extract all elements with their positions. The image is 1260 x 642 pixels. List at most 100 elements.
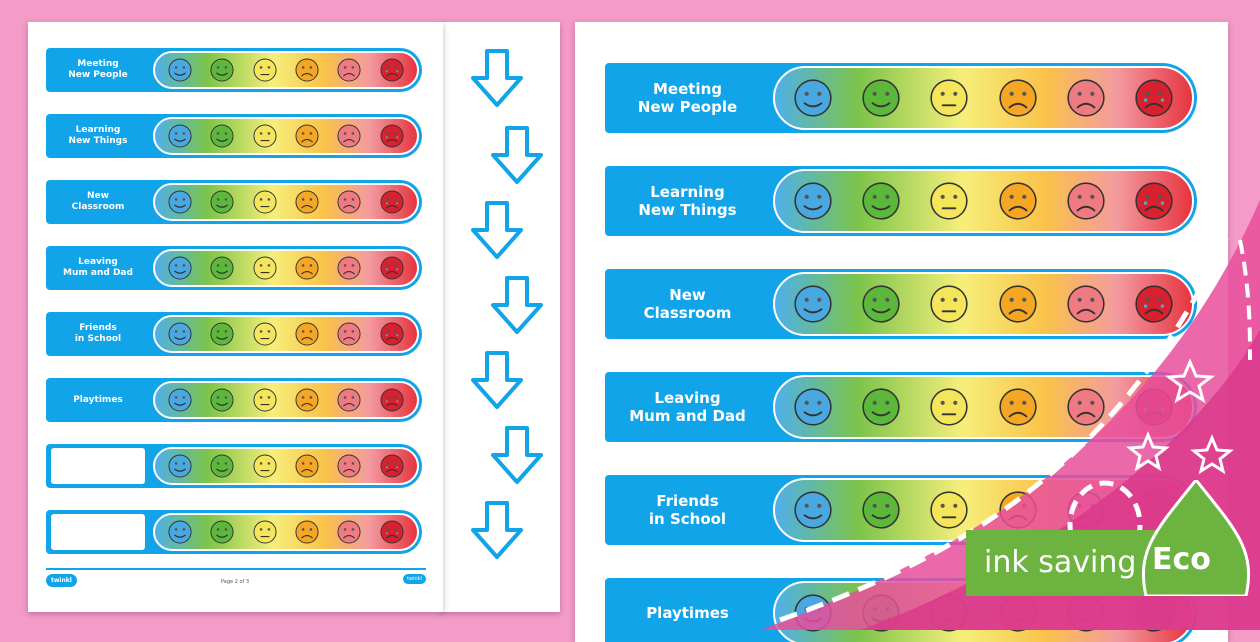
sad-face-icon[interactable] (294, 189, 320, 215)
row-label (46, 510, 150, 554)
happy-face-icon[interactable] (860, 77, 902, 119)
crying-face-icon[interactable] (379, 255, 405, 281)
happy-face-icon[interactable] (860, 180, 902, 222)
happy-face-icon[interactable] (167, 519, 193, 545)
happy-face-icon[interactable] (167, 321, 193, 347)
neutral-face-icon[interactable] (252, 255, 278, 281)
happy-face-icon[interactable] (860, 592, 902, 634)
sad-face-icon[interactable] (997, 180, 1039, 222)
happy-face-icon[interactable] (860, 489, 902, 531)
neutral-face-icon[interactable] (928, 592, 970, 634)
sad-face-icon[interactable] (997, 77, 1039, 119)
happy-face-icon[interactable] (209, 321, 235, 347)
sad-face-icon[interactable] (997, 386, 1039, 428)
row-label-text: Friends in School (648, 492, 727, 528)
sad-face-icon[interactable] (1065, 592, 1107, 634)
feeling-row: Playtimes (46, 378, 422, 422)
happy-face-icon[interactable] (209, 453, 235, 479)
emotion-scale (770, 269, 1197, 339)
neutral-face-icon[interactable] (252, 57, 278, 83)
blank-label-box[interactable] (51, 448, 145, 484)
sad-face-icon[interactable] (997, 283, 1039, 325)
crying-face-icon[interactable] (379, 123, 405, 149)
sad-face-icon[interactable] (997, 489, 1039, 531)
neutral-face-icon[interactable] (252, 321, 278, 347)
crying-face-icon[interactable] (379, 387, 405, 413)
sad-face-icon[interactable] (336, 57, 362, 83)
happy-face-icon[interactable] (167, 453, 193, 479)
happy-face-icon[interactable] (209, 255, 235, 281)
sad-face-icon[interactable] (294, 453, 320, 479)
happy-face-icon[interactable] (792, 489, 834, 531)
happy-face-icon[interactable] (167, 189, 193, 215)
row-label: Learning New Things (46, 114, 150, 158)
sad-face-icon[interactable] (336, 387, 362, 413)
sad-face-icon[interactable] (336, 255, 362, 281)
sad-face-icon[interactable] (1065, 386, 1107, 428)
neutral-face-icon[interactable] (928, 489, 970, 531)
neutral-face-icon[interactable] (928, 386, 970, 428)
sad-face-icon[interactable] (1065, 283, 1107, 325)
sad-face-icon[interactable] (1065, 180, 1107, 222)
sad-face-icon[interactable] (997, 592, 1039, 634)
happy-face-icon[interactable] (167, 57, 193, 83)
sad-face-icon[interactable] (294, 123, 320, 149)
neutral-face-icon[interactable] (928, 180, 970, 222)
neutral-face-icon[interactable] (928, 77, 970, 119)
neutral-face-icon[interactable] (252, 519, 278, 545)
neutral-face-icon[interactable] (252, 387, 278, 413)
sad-face-icon[interactable] (294, 387, 320, 413)
sad-face-icon[interactable] (1065, 489, 1107, 531)
happy-face-icon[interactable] (209, 57, 235, 83)
crying-face-icon[interactable] (379, 57, 405, 83)
happy-face-icon[interactable] (792, 180, 834, 222)
happy-face-icon[interactable] (792, 283, 834, 325)
happy-face-icon[interactable] (792, 386, 834, 428)
happy-face-icon[interactable] (167, 123, 193, 149)
crying-face-icon[interactable] (1133, 592, 1175, 634)
crying-face-icon[interactable] (1133, 180, 1175, 222)
down-arrow-icon (471, 351, 523, 409)
sad-face-icon[interactable] (294, 255, 320, 281)
happy-face-icon[interactable] (860, 283, 902, 325)
crying-face-icon[interactable] (1133, 283, 1175, 325)
crying-face-icon[interactable] (1133, 386, 1175, 428)
happy-face-icon[interactable] (167, 255, 193, 281)
happy-face-icon[interactable] (209, 123, 235, 149)
row-label-text: Playtimes (646, 604, 729, 622)
happy-face-icon[interactable] (792, 77, 834, 119)
sad-face-icon[interactable] (336, 321, 362, 347)
sad-face-icon[interactable] (294, 519, 320, 545)
row-label: Leaving Mum and Dad (605, 372, 770, 442)
neutral-face-icon[interactable] (252, 123, 278, 149)
happy-face-icon[interactable] (167, 387, 193, 413)
feeling-row: Meeting New People (605, 63, 1197, 133)
emotion-scale (150, 378, 422, 422)
sad-face-icon[interactable] (1065, 77, 1107, 119)
emotion-scale (150, 246, 422, 290)
happy-face-icon[interactable] (792, 592, 834, 634)
happy-face-icon[interactable] (209, 189, 235, 215)
sad-face-icon[interactable] (336, 519, 362, 545)
crying-face-icon[interactable] (379, 321, 405, 347)
happy-face-icon[interactable] (860, 386, 902, 428)
neutral-face-icon[interactable] (928, 283, 970, 325)
row-label-text: New Classroom (71, 191, 125, 212)
neutral-face-icon[interactable] (252, 189, 278, 215)
emotion-scale (770, 372, 1197, 442)
page-number: Page 2 of 3 (221, 579, 250, 585)
happy-face-icon[interactable] (209, 387, 235, 413)
sad-face-icon[interactable] (336, 453, 362, 479)
sad-face-icon[interactable] (294, 321, 320, 347)
crying-face-icon[interactable] (379, 519, 405, 545)
crying-face-icon[interactable] (1133, 77, 1175, 119)
crying-face-icon[interactable] (379, 189, 405, 215)
sad-face-icon[interactable] (294, 57, 320, 83)
row-label-text: Leaving Mum and Dad (63, 257, 133, 278)
neutral-face-icon[interactable] (252, 453, 278, 479)
happy-face-icon[interactable] (209, 519, 235, 545)
blank-label-box[interactable] (51, 514, 145, 550)
crying-face-icon[interactable] (379, 453, 405, 479)
sad-face-icon[interactable] (336, 123, 362, 149)
sad-face-icon[interactable] (336, 189, 362, 215)
